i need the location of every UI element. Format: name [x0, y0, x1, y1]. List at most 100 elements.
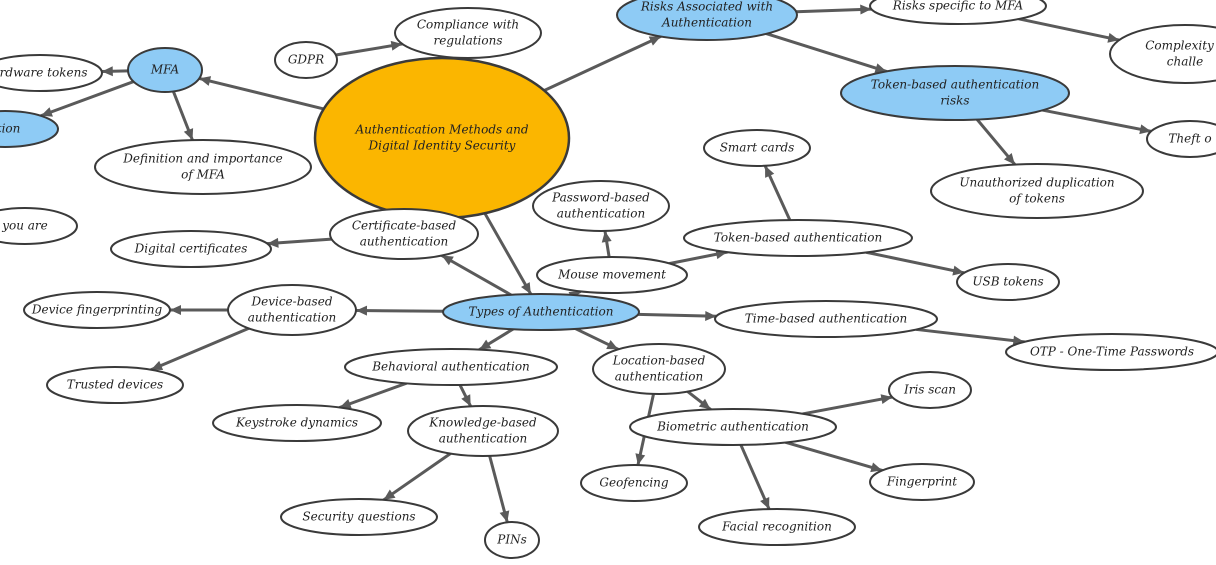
arrowhead-icon: [760, 497, 770, 510]
node-label: USB tokens: [972, 275, 1043, 289]
arrowhead-icon: [267, 237, 279, 248]
edge-time_based-to-otp: [914, 327, 1026, 346]
node-label: PINs: [496, 533, 526, 547]
node-types[interactable]: Types of Authentication: [442, 293, 640, 331]
edge-types-to-time_based: [636, 311, 718, 322]
edge-gdpr-to-compliance: [334, 40, 404, 57]
node-shape: [698, 508, 856, 546]
node-gdpr[interactable]: GDPR: [274, 41, 338, 79]
edge-biometric-to-facial: [739, 443, 771, 511]
arrowhead-icon: [170, 305, 181, 315]
arrowhead-icon: [1004, 152, 1015, 165]
node-keystroke[interactable]: Keystroke dynamics: [212, 404, 382, 442]
node-label: Behavioral authentication: [371, 360, 530, 374]
edge-token_risks-to-unauth_dup: [975, 117, 1017, 167]
edge-types-to-behavioral: [477, 327, 515, 352]
node-label: Types of Authentication: [469, 305, 614, 319]
node-risks-mfa[interactable]: Risks specific to MFA: [869, 0, 1047, 25]
node-behavioral[interactable]: Behavioral authentication: [344, 348, 558, 386]
node-token-auth[interactable]: Token-based authentication: [683, 219, 913, 257]
arrowhead-icon: [880, 394, 893, 405]
edge-line: [334, 42, 404, 57]
edge-line: [197, 76, 326, 111]
node-time-based[interactable]: Time-based authentication: [714, 300, 938, 338]
node-shape: [840, 65, 1070, 121]
arrowhead-icon: [339, 399, 352, 409]
arrowhead-icon: [1139, 124, 1152, 135]
node-theft[interactable]: Theft o: [1146, 120, 1216, 158]
node-label: Knowledge-based: [428, 416, 537, 430]
node-left-blue[interactable]: ation: [0, 110, 59, 148]
edge-line: [39, 80, 136, 118]
node-biometric[interactable]: Biometric authentication: [629, 408, 837, 446]
edge-risks-to-risks_mfa: [794, 4, 873, 15]
arrowhead-icon: [390, 40, 403, 51]
node-pins[interactable]: PINs: [484, 521, 540, 559]
node-iris[interactable]: Iris scan: [888, 371, 972, 409]
node-label: GDPR: [288, 53, 324, 67]
node-label: Password-based: [551, 191, 650, 205]
arrowhead-icon: [698, 398, 711, 410]
node-label: Keystroke dynamics: [235, 416, 358, 430]
node-shape: [484, 521, 540, 559]
node-hw-tokens[interactable]: ardware tokens: [0, 54, 103, 92]
node-label: authentication: [557, 207, 645, 221]
node-password[interactable]: Password-based authentication: [532, 180, 670, 232]
arrowhead-icon: [952, 265, 965, 276]
edge-line: [483, 211, 533, 296]
node-shape: [683, 219, 913, 257]
node-label: risks: [940, 94, 969, 108]
arrowhead-icon: [705, 311, 717, 322]
node-shape: [956, 263, 1060, 301]
node-label: MFA: [150, 63, 180, 77]
node-you-are[interactable]: you are: [0, 207, 78, 245]
edge-location-to-biometric: [686, 390, 713, 411]
edge-token_auth-to-smart_cards: [763, 164, 792, 222]
node-label: challe: [1167, 55, 1203, 69]
edge-line: [765, 32, 888, 73]
node-facial[interactable]: Facial recognition: [698, 508, 856, 546]
edge-mfa-to-mfa_def: [171, 89, 194, 142]
edge-line: [636, 312, 718, 318]
node-shape: [0, 110, 59, 148]
node-digital-certs[interactable]: Digital certificates: [110, 230, 272, 268]
node-shape: [536, 256, 688, 294]
arrowhead-icon: [101, 66, 113, 77]
arrowhead-icon: [765, 165, 775, 178]
node-geofencing[interactable]: Geofencing: [580, 464, 688, 502]
node-device-fp[interactable]: Device fingerprinting: [23, 291, 171, 329]
node-shape: [212, 404, 382, 442]
node-shape: [714, 300, 938, 338]
node-label: Facial recognition: [721, 520, 832, 534]
edge-mfa-to-hw_tokens: [100, 66, 130, 77]
edge-central-to-risks: [542, 34, 663, 93]
node-usb-tokens[interactable]: USB tokens: [956, 263, 1060, 301]
node-otp[interactable]: OTP - One-Time Passwords: [1005, 333, 1216, 371]
node-security-q[interactable]: Security questions: [280, 498, 438, 536]
arrowhead-icon: [1107, 32, 1120, 43]
node-shape: [869, 463, 975, 501]
node-smart-cards[interactable]: Smart cards: [703, 129, 811, 167]
node-shape: [888, 371, 972, 409]
edge-behavioral-to-keystroke: [338, 381, 408, 409]
node-mouse[interactable]: Mouse movement: [536, 256, 688, 294]
node-trusted[interactable]: Trusted devices: [46, 366, 184, 404]
node-label: Digital certificates: [134, 242, 248, 256]
node-shape: [532, 180, 670, 232]
node-fingerprint[interactable]: Fingerprint: [869, 463, 975, 501]
edge-line: [440, 253, 513, 297]
node-mfa[interactable]: MFA: [127, 47, 203, 93]
node-complexity[interactable]: Complexity achalle: [1109, 24, 1216, 84]
edge-types-to-certificate: [440, 253, 513, 297]
